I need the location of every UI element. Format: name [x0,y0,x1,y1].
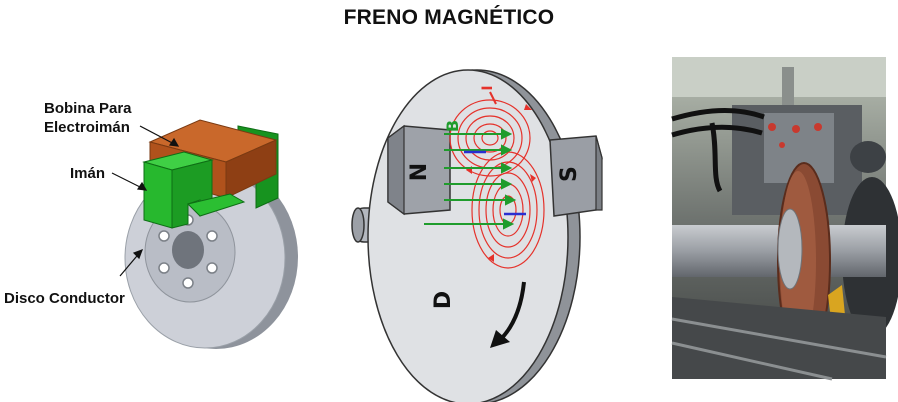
disc-face [367,69,569,402]
hub-bore [172,231,204,269]
magnet-label: Imán [70,165,106,182]
railway-brake-photo [671,57,898,381]
eddy-current-diagram: N S D B I [351,69,603,402]
magnet-front [143,161,173,229]
n-pole-letter: N [407,163,432,181]
field-letter: B [443,120,462,132]
disc-label: Disco Conductor [4,290,125,307]
coil-label-line2: Electroimán [44,119,130,136]
magnet-foot [187,193,246,217]
coil-label-line1: Bobina Para [44,100,132,117]
brake-assembly-illustration [111,119,298,349]
current-letter: I [480,85,496,90]
field-arrows [424,128,517,230]
force-arrows [464,150,526,216]
s-pole-letter: S [557,166,582,182]
current-marker [489,91,497,105]
coil-side [225,139,277,199]
disc-letter: D [431,291,456,309]
rotation-arrow [498,281,526,342]
page-title: FRENO MAGNÉTICO [343,6,555,29]
